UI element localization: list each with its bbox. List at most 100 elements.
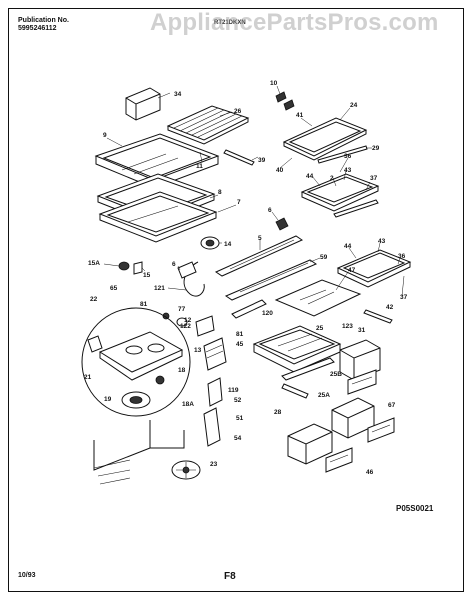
callout-15A: 15A	[88, 260, 100, 267]
callout-6-upper: 6	[268, 207, 272, 214]
part-bracket-6-lower	[177, 261, 197, 279]
revision-date: 10/93	[18, 572, 36, 579]
callout-25A: 25A	[318, 392, 330, 399]
callout-81-lower: 81	[236, 331, 244, 338]
callout-11: 11	[196, 163, 203, 170]
callout-45: 45	[236, 341, 244, 348]
callout-43-upper: 43	[344, 167, 352, 174]
callout-67: 67	[388, 402, 396, 409]
part-15	[133, 261, 143, 275]
callout-42: 42	[386, 304, 394, 311]
callout-6-lower: 6	[172, 261, 176, 268]
callout-41: 41	[296, 112, 304, 119]
callout-34: 34	[174, 91, 182, 98]
callout-43-lower: 43	[378, 238, 386, 245]
part-23	[171, 460, 201, 480]
callout-44-lower: 44	[344, 243, 352, 250]
part-inset-detail	[81, 307, 191, 417]
page-border	[8, 8, 464, 592]
callout-77: 77	[178, 306, 186, 313]
part-front-46-b	[325, 447, 353, 473]
callout-26: 26	[234, 108, 242, 115]
part-duct-52	[207, 377, 223, 407]
part-control-14	[200, 236, 220, 250]
part-pan-25	[252, 325, 342, 373]
callout-36-lower: 36	[398, 253, 406, 260]
callout-23: 23	[210, 461, 218, 468]
callout-12: 12	[184, 317, 192, 324]
callout-13: 13	[194, 347, 202, 354]
part-12	[162, 312, 170, 320]
callout-25: 25	[316, 325, 324, 332]
part-bin-34	[125, 87, 161, 121]
part-wire-shelf-26	[166, 105, 250, 145]
part-trim-39	[223, 149, 255, 166]
part-trim-29	[317, 145, 368, 164]
callout-44-upper: 44	[306, 173, 314, 180]
part-shelf-24	[282, 117, 368, 161]
callout-36-upper: 36	[344, 153, 352, 160]
part-bracket-6-upper	[275, 217, 289, 231]
part-cabinet-corner	[93, 420, 185, 485]
callout-121: 121	[154, 285, 165, 292]
part-glass-47	[274, 279, 362, 317]
callout-21: 21	[84, 374, 92, 381]
callout-19: 19	[104, 396, 112, 403]
part-damper-13	[203, 337, 227, 371]
part-rail-120	[231, 299, 267, 319]
part-rail-25A	[281, 383, 309, 399]
callout-14: 14	[224, 241, 232, 248]
callout-54: 54	[234, 435, 242, 442]
part-glass-7	[98, 191, 218, 243]
callout-122: 122	[180, 323, 191, 330]
part-rail-59	[224, 259, 318, 301]
callout-40: 40	[276, 167, 284, 174]
publication-label: Publication No.	[18, 17, 69, 24]
callout-52: 52	[234, 397, 242, 404]
part-77	[176, 317, 188, 327]
callout-51: 51	[236, 415, 244, 422]
callout-2: 2	[330, 175, 334, 182]
callout-37-lower: 37	[400, 294, 408, 301]
leader-lines	[103, 85, 405, 297]
part-shelf-36-lower	[336, 249, 412, 288]
callout-31: 31	[358, 327, 366, 334]
callout-25B: 25B	[330, 371, 342, 378]
callout-10: 10	[270, 80, 278, 87]
callout-46: 46	[366, 469, 374, 476]
part-shelf-36-upper	[300, 173, 380, 218]
callout-28: 28	[274, 409, 282, 416]
part-rail-25B	[281, 357, 335, 381]
part-front-46-a	[367, 417, 395, 443]
part-channel-5	[214, 235, 304, 277]
part-15A	[118, 261, 130, 271]
callout-5: 5	[258, 235, 262, 242]
callout-8: 8	[218, 189, 222, 196]
part-drawer-31	[339, 339, 381, 381]
callout-120: 120	[262, 310, 273, 317]
callout-81-upper: 81	[140, 301, 148, 308]
callout-47: 47	[348, 267, 356, 274]
callout-labels: 34 26 10 41 24 9 11 39 29 40 36 44 2 43 …	[84, 80, 408, 476]
callout-18A: 18A	[182, 401, 194, 408]
callout-18: 18	[178, 367, 186, 374]
callout-24: 24	[350, 102, 358, 109]
publication-number: 5995246112	[18, 25, 57, 32]
callout-7: 7	[237, 199, 241, 206]
callout-65: 65	[110, 285, 118, 292]
callout-9: 9	[103, 132, 107, 139]
page-number: F8	[224, 571, 236, 582]
drawing-code: P05S0021	[396, 504, 434, 513]
callout-59: 59	[320, 254, 328, 261]
part-front-67	[347, 369, 377, 395]
model-number: RT21DKXN	[214, 20, 246, 26]
callout-39: 39	[258, 157, 266, 164]
part-housing-122	[195, 315, 215, 337]
callout-123: 123	[342, 323, 353, 330]
callout-15: 15	[143, 272, 151, 279]
part-drawer-28-b	[287, 423, 333, 465]
part-10	[275, 91, 295, 111]
watermark: AppliancePartsPros.com	[150, 9, 439, 36]
